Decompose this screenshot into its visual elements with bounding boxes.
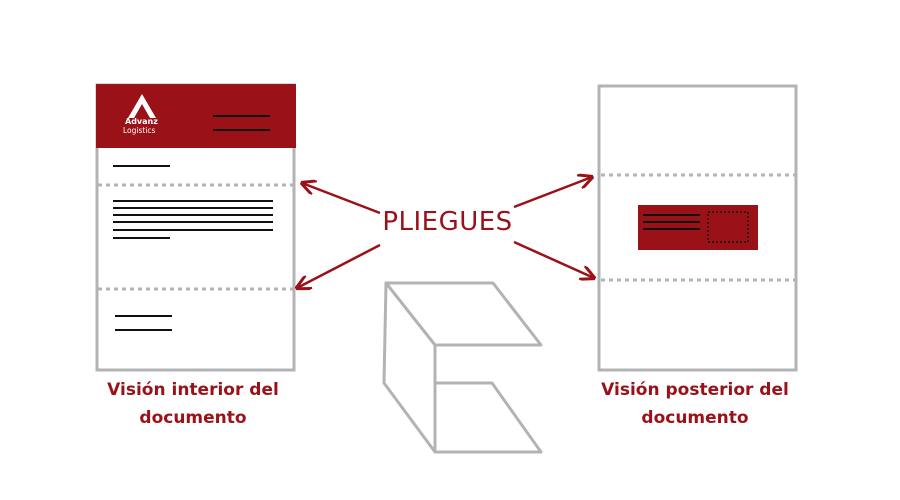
back-view-caption-line2: documento bbox=[641, 408, 749, 428]
stamp-box bbox=[707, 211, 749, 243]
arrow-to-left-lower-fold bbox=[297, 243, 381, 288]
logo-subtitle: Logistics bbox=[123, 126, 156, 135]
arrow-to-right-upper-fold bbox=[513, 177, 592, 209]
back-document bbox=[597, 84, 798, 372]
interior-document bbox=[95, 83, 296, 372]
folds-label: PLIEGUES bbox=[382, 207, 513, 237]
arrow-to-right-lower-fold bbox=[513, 240, 594, 278]
back-view-caption-line1: Visión posterior del bbox=[601, 380, 789, 400]
fold-arrows bbox=[297, 177, 594, 288]
fold-side-panel bbox=[382, 281, 437, 454]
advanz-logo-icon bbox=[128, 94, 156, 118]
folded-paper-shape bbox=[382, 281, 543, 454]
interior-view-caption-line1: Visión interior del bbox=[107, 380, 279, 400]
interior-view-caption: Visión interior del documento bbox=[73, 376, 313, 432]
fold-bottom-panel bbox=[435, 381, 543, 454]
logo-name: Advanz bbox=[125, 117, 158, 126]
back-view-caption: Visión posterior del documento bbox=[575, 376, 815, 432]
interior-view-caption-line2: documento bbox=[139, 408, 247, 428]
arrow-to-left-upper-fold bbox=[302, 183, 381, 215]
